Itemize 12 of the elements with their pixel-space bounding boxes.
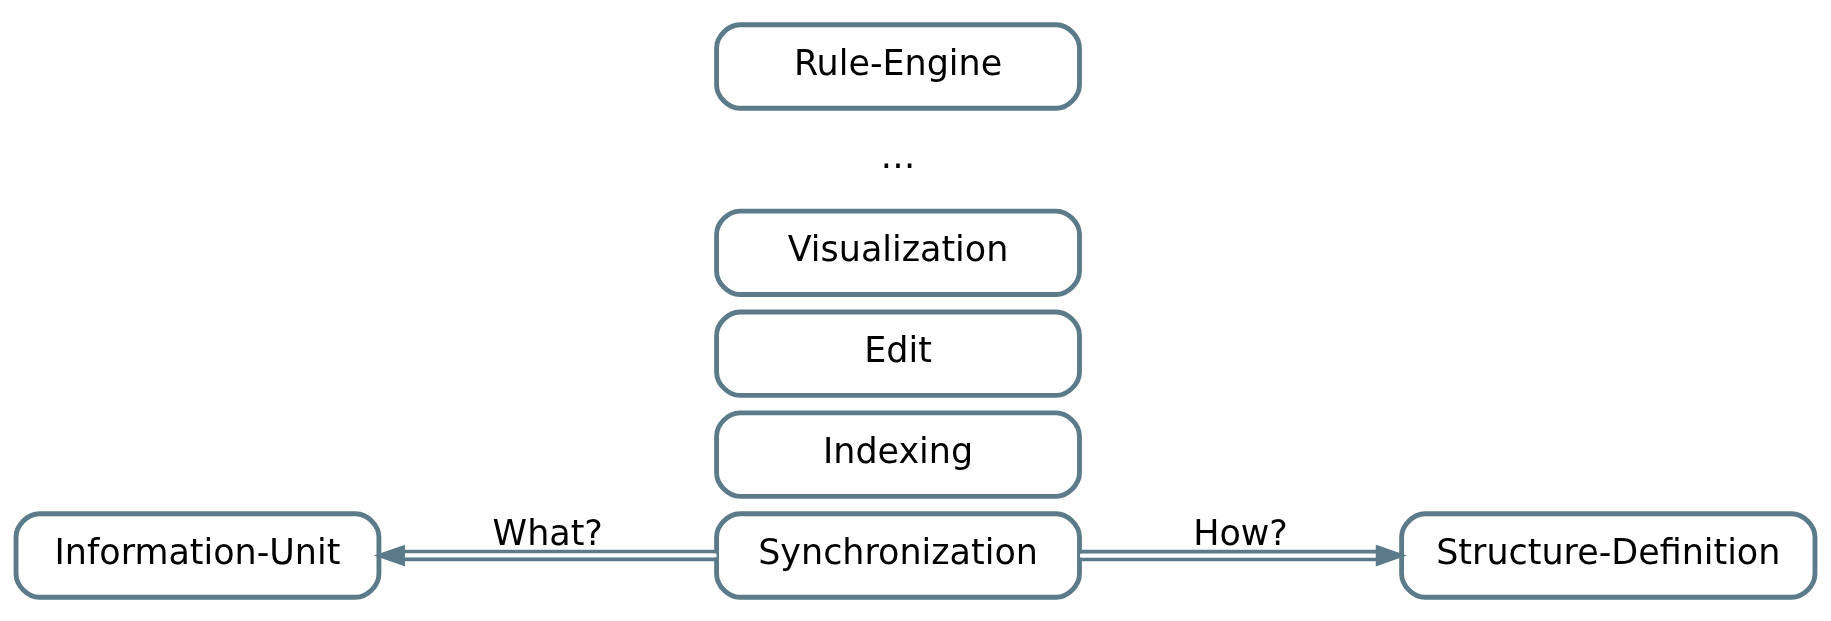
arrow bbox=[1080, 544, 1407, 566]
node-box: Structure-Definition bbox=[1399, 510, 1818, 600]
arrow bbox=[373, 544, 717, 566]
label: … bbox=[880, 135, 916, 176]
node-box: Indexing bbox=[714, 409, 1082, 499]
edge-label: What? bbox=[492, 512, 603, 553]
edge-label: How? bbox=[1193, 512, 1288, 553]
node-box: Rule-Engine bbox=[714, 21, 1082, 111]
node-box: Synchronization bbox=[714, 510, 1082, 600]
node-box: Information-Unit bbox=[13, 510, 382, 600]
node-box: Edit bbox=[714, 309, 1082, 398]
node-box: Visualization bbox=[714, 208, 1082, 297]
